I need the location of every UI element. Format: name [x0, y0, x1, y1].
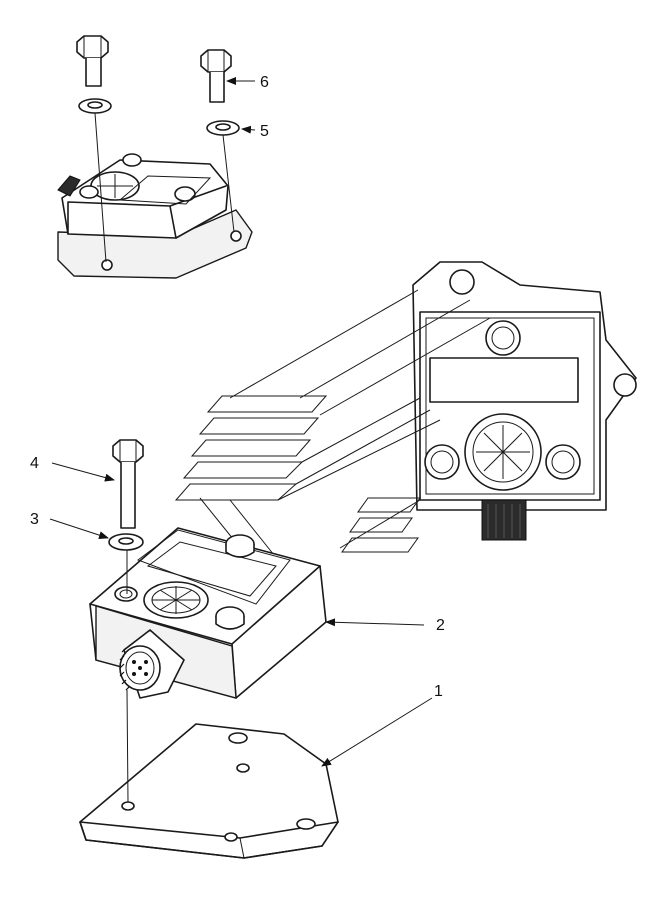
callout-1: 1	[434, 683, 443, 700]
callout-5: 5	[260, 123, 269, 140]
callout-6: 6	[260, 74, 269, 91]
view-direction-arrow	[174, 289, 491, 576]
bolt-main	[112, 439, 144, 529]
bolt-left-top	[76, 35, 109, 87]
top-connector	[57, 175, 81, 197]
bolt-right-top	[200, 49, 232, 103]
housing-bolt-front	[215, 606, 245, 630]
washer-right-top	[206, 120, 240, 136]
detail-view-plan	[412, 261, 637, 541]
top-assembly	[57, 35, 253, 279]
leader-lines	[49, 77, 433, 767]
callout-3: 3	[30, 511, 39, 528]
callout-4: 4	[30, 455, 39, 472]
mounting-plate	[79, 723, 339, 859]
housing-bolt-back	[225, 534, 255, 558]
washer-main	[108, 533, 144, 551]
callout-2: 2	[436, 617, 445, 634]
m12-connector	[119, 629, 185, 699]
washer-left-top	[78, 98, 112, 114]
main-assembly	[79, 439, 339, 859]
